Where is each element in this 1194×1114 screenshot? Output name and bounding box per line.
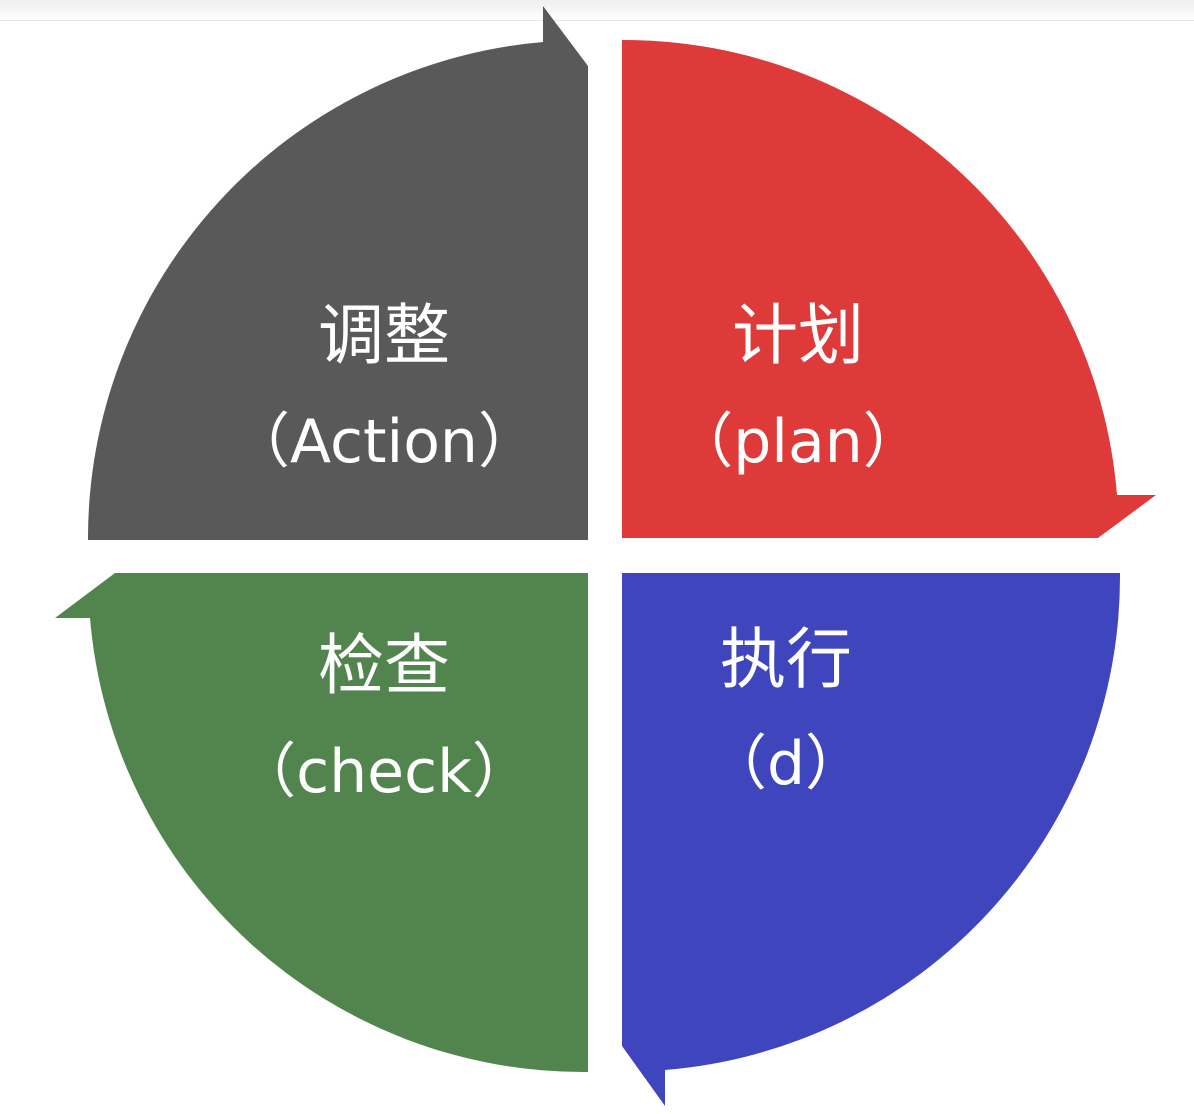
plan-title: 计划 <box>732 297 864 374</box>
do-title: 执行 <box>720 621 852 698</box>
quadrant-check <box>55 573 588 1073</box>
action-title: 调整 <box>318 297 450 374</box>
quadrant-do <box>622 573 1121 1106</box>
quadrant-plan <box>622 39 1156 539</box>
check-subtitle: （check） <box>236 737 532 807</box>
quadrant-action <box>87 6 589 540</box>
check-title: 检查 <box>318 627 450 704</box>
action-subtitle: （Action） <box>230 407 538 477</box>
do-subtitle: （d） <box>707 729 865 799</box>
plan-subtitle: （plan） <box>673 407 923 477</box>
top-bar <box>0 0 1194 21</box>
